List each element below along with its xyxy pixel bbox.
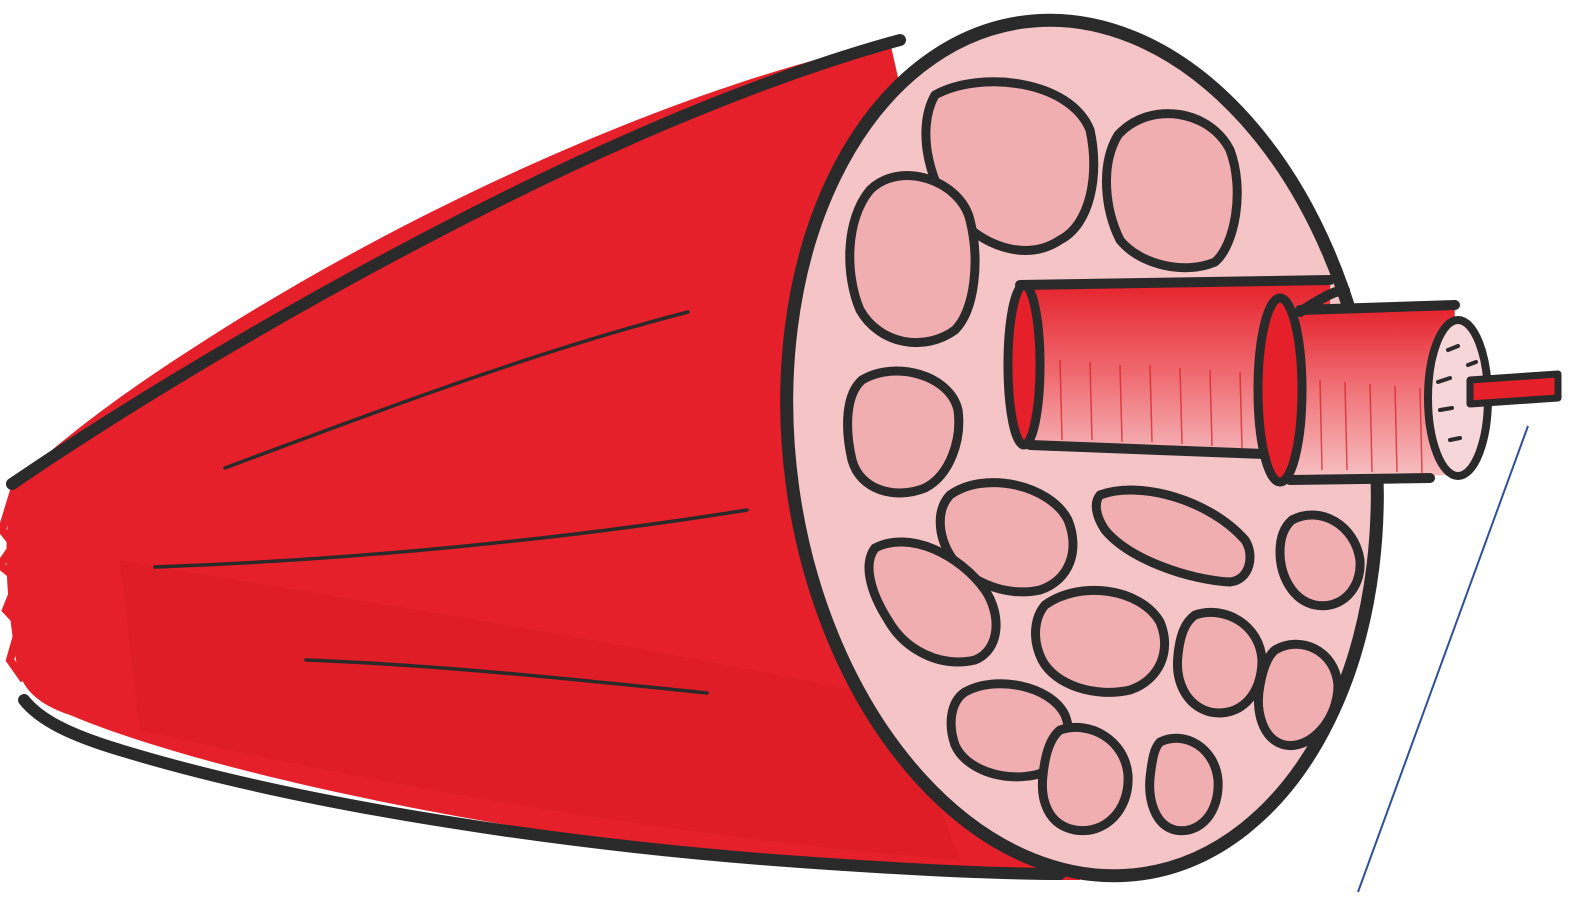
fascicle	[848, 371, 959, 493]
myofilament-body	[1470, 374, 1558, 404]
fascicle	[1042, 727, 1128, 830]
myofibril	[1258, 290, 1488, 482]
fascicle	[1036, 590, 1165, 692]
muscle-fiber-end	[1008, 285, 1040, 445]
fascicle	[1177, 612, 1262, 713]
fascicle	[1280, 515, 1360, 606]
fascicle	[1106, 114, 1237, 268]
fascicle	[1258, 644, 1338, 745]
myofilament	[1470, 374, 1558, 404]
fascicle	[850, 176, 975, 343]
myofibril-end	[1258, 298, 1302, 482]
fascicle	[1150, 738, 1218, 830]
